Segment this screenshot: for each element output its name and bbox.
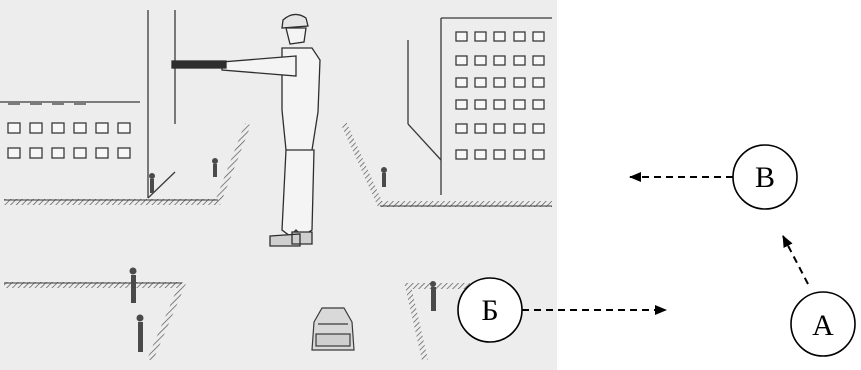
left-building-windows (7, 122, 131, 159)
direction-diagram: В Б А (457, 144, 856, 357)
node-b: Б (457, 277, 523, 343)
node-label-a: А (812, 309, 834, 342)
right-building-windows (455, 31, 545, 160)
intersection-illustration (0, 0, 557, 370)
pedestrian (149, 173, 155, 193)
node-circle (732, 144, 798, 210)
controller-legs (281, 149, 315, 237)
curb-top-left (4, 122, 251, 205)
curb-bottom-left (4, 282, 187, 362)
sidewalk-curbs (4, 122, 552, 362)
node-label-b: Б (481, 294, 498, 327)
pedestrian (129, 267, 137, 303)
node-circle (790, 291, 856, 357)
node-a: А (790, 291, 856, 357)
pedestrian (212, 158, 218, 177)
pedestrian (136, 314, 144, 352)
curb-top-right (341, 122, 552, 207)
pedestrian (430, 281, 436, 311)
right-buildings (407, 17, 552, 195)
node-v: В (732, 144, 798, 210)
controller-cap (281, 13, 309, 29)
traffic-baton (171, 60, 227, 69)
arrow-a-to-v (782, 235, 809, 285)
node-circle (457, 277, 523, 343)
car (311, 307, 355, 351)
traffic-controller (171, 13, 321, 247)
controller-arm (221, 55, 297, 77)
controller-head (285, 27, 307, 45)
pedestrian (381, 167, 387, 187)
pedestrians (129, 158, 436, 352)
node-label-v: В (755, 161, 775, 194)
curb-bottom-right (404, 283, 470, 361)
controller-boots (269, 231, 313, 247)
